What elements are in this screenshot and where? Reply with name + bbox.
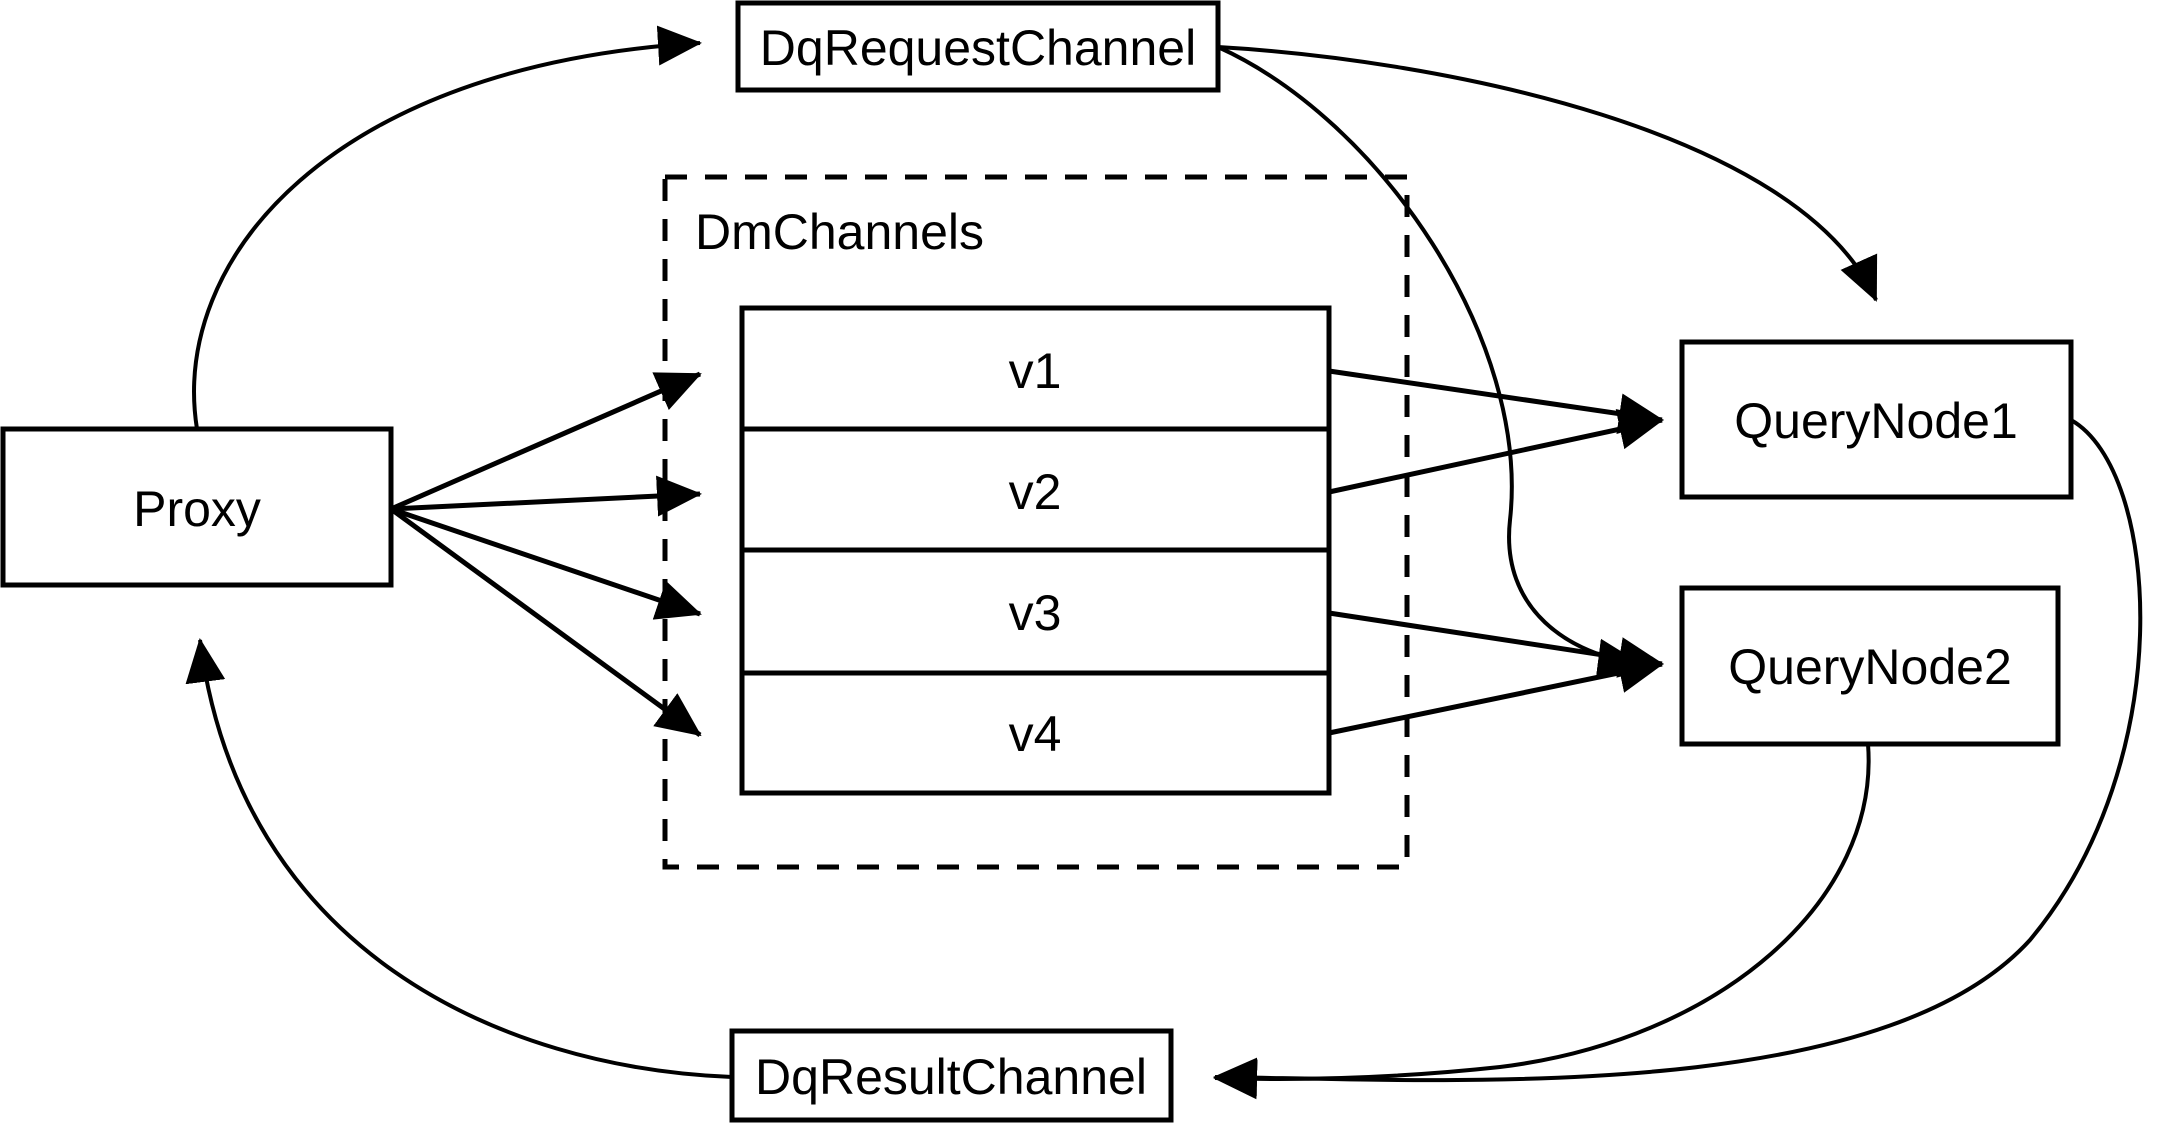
edge-v3-to-query-node-2 <box>1328 610 1664 678</box>
edge-dq-request-channel-to-query-node-2 <box>1217 45 1642 679</box>
node-proxy[interactable]: Proxy <box>0 426 394 588</box>
dm-channel-row-v1[interactable]: v1 <box>1009 343 1062 399</box>
edge-v1-to-query-node-1 <box>1328 368 1664 435</box>
node-query-node-1-box <box>1679 339 2074 500</box>
edge-v2-to-query-node-1 <box>1328 409 1664 495</box>
edge-proxy-to-v4 <box>389 506 702 738</box>
node-dq-request-channel[interactable]: DqRequestChannel <box>735 0 1221 93</box>
node-proxy-label: Proxy <box>133 481 261 537</box>
node-dq-result-channel[interactable]: DqResultChannel <box>729 1028 1174 1123</box>
dm-channels-group-label: DmChannels <box>695 204 984 260</box>
node-query-node-1[interactable]: QueryNode1 <box>1679 339 2074 500</box>
edge-dq-request-channel-to-query-node-1 <box>1217 45 1878 302</box>
node-dq-result-channel-label: DqResultChannel <box>755 1049 1147 1105</box>
node-dq-request-channel-label: DqRequestChannel <box>760 20 1196 76</box>
dm-channel-row-v2[interactable]: v2 <box>1009 464 1062 520</box>
edge-proxy-to-v1 <box>389 371 702 512</box>
node-query-node-2[interactable]: QueryNode2 <box>1679 585 2061 747</box>
node-query-node-2-box <box>1679 585 2061 747</box>
node-query-node-2-label: QueryNode2 <box>1728 639 2012 695</box>
dm-channels-group[interactable]: DmChannels <box>662 174 1410 870</box>
dm-channels-group-border <box>662 174 1410 870</box>
edge-proxy-to-dq-request-channel <box>192 25 702 430</box>
node-dq-request-channel-box <box>735 0 1221 93</box>
node-dq-result-channel-box <box>729 1028 1174 1123</box>
edge-query-node-2-to-dq-result-channel <box>1213 743 1871 1100</box>
edge-query-node-1-to-dq-result-channel <box>1213 418 2143 1098</box>
edge-proxy-to-v2 <box>390 475 702 517</box>
dm-channel-row-v4[interactable]: v4 <box>1009 706 1062 762</box>
edge-v4-to-query-node-2 <box>1328 652 1664 736</box>
dm-channel-row-v3[interactable]: v3 <box>1009 585 1062 641</box>
node-proxy-box <box>0 426 394 588</box>
edge-proxy-to-v3 <box>390 506 702 620</box>
node-query-node-1-label: QueryNode1 <box>1734 393 2018 449</box>
edge-dq-result-channel-to-proxy <box>185 638 733 1079</box>
dm-channels-table: v1 v2 v3 v4 <box>739 305 1332 796</box>
